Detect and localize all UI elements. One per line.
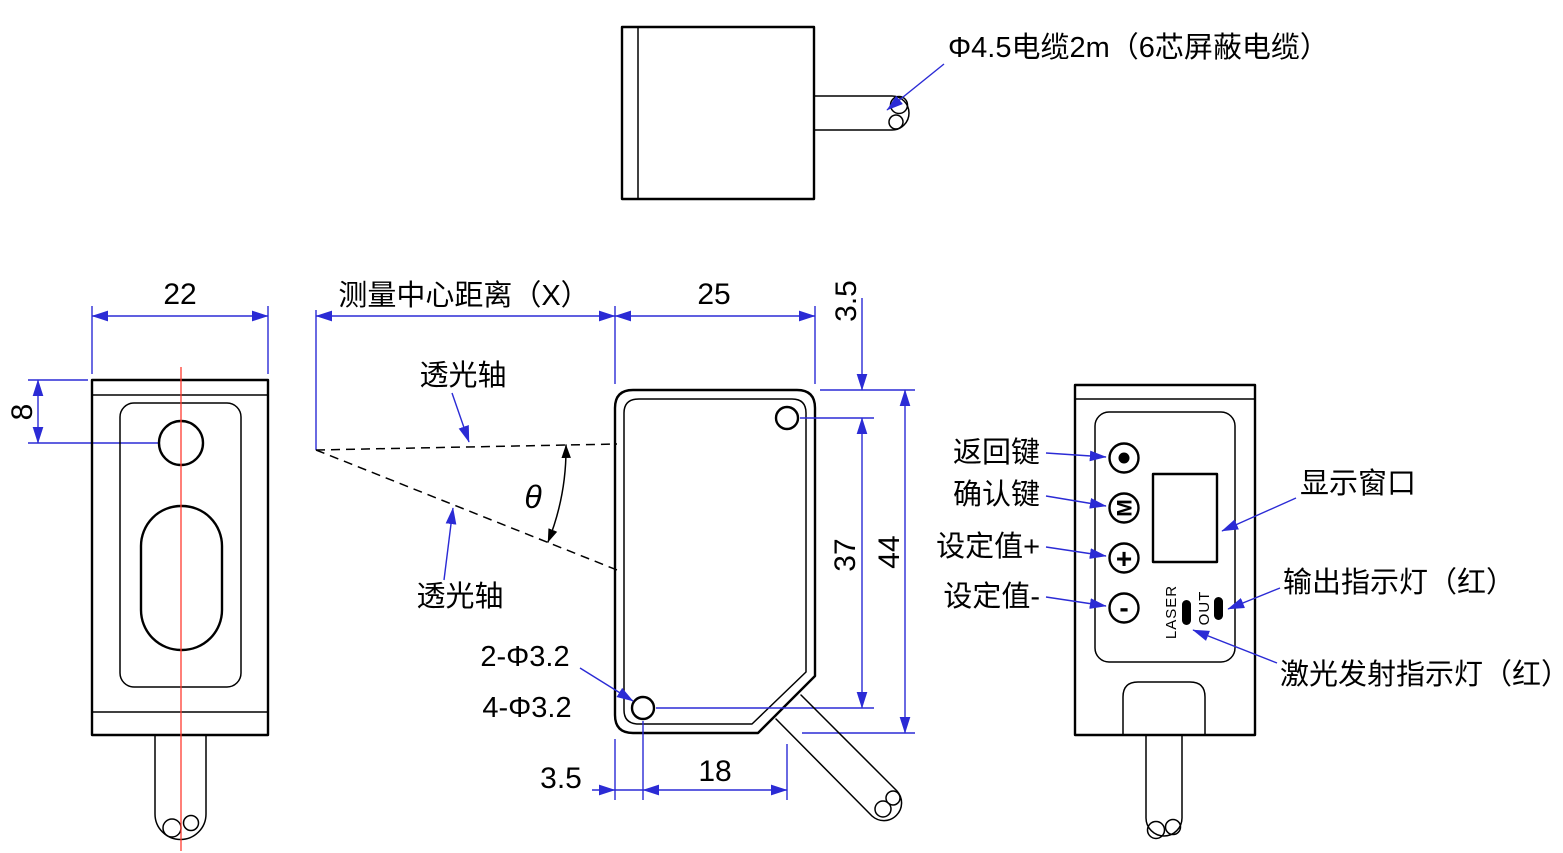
side-view-body xyxy=(613,388,817,735)
back-button xyxy=(1108,442,1140,474)
out-text: OUT xyxy=(1196,591,1213,626)
set-plus-button: + xyxy=(1108,542,1140,574)
cable-end-wire xyxy=(1164,818,1182,836)
cable-end-wire xyxy=(874,800,892,818)
cable-note-leader xyxy=(886,63,945,111)
angle-symbol: θ xyxy=(524,479,542,515)
confirm-button: M xyxy=(1108,492,1140,524)
dim-height-value: 44 xyxy=(873,535,906,568)
set-plus-label: 设定值+ xyxy=(936,530,1040,563)
dim-hole-offset-left-value: 3.5 xyxy=(540,762,582,795)
light-axis-lower xyxy=(315,449,618,571)
out-indicator-led xyxy=(1214,597,1223,620)
front-panel xyxy=(1094,411,1236,663)
cable-end-wire xyxy=(162,818,182,838)
front-view-body xyxy=(1073,383,1257,737)
out-led-leader xyxy=(1227,587,1281,610)
display-window-leader xyxy=(1221,497,1297,532)
plus-button-ring xyxy=(1108,542,1140,574)
confirm-button-label: 确认键 xyxy=(953,478,1040,511)
angle-arc xyxy=(547,444,571,543)
dim-hole-pitch-v-value: 37 xyxy=(829,538,862,571)
left-view-body xyxy=(90,378,270,737)
laser-text: LASER xyxy=(1163,585,1180,639)
laser-led-leader xyxy=(1192,629,1278,664)
dim-hole-pitch-h-value: 18 xyxy=(698,755,731,788)
front-view: M + - LASER OUT 返回键 确认键 设定值+ 设定值- 显示窗口 输… xyxy=(936,383,1563,840)
confirm-button-leader xyxy=(1045,495,1107,509)
measure-center-label: 测量中心距离（X） xyxy=(338,279,589,312)
dim-lens-offset-value: 8 xyxy=(6,404,39,421)
back-button-dot-icon xyxy=(1118,452,1130,464)
laser-indicator-led xyxy=(1182,600,1191,625)
dim-hole-offset-top-value: 3.5 xyxy=(830,280,863,322)
minus-icon: - xyxy=(1119,592,1128,623)
left-view: 22 8 xyxy=(6,278,270,851)
holes-note-all: 4-Φ3.2 xyxy=(482,692,571,724)
dim-width-value: 22 xyxy=(163,278,196,311)
light-axis-upper xyxy=(315,443,618,451)
minus-button-ring xyxy=(1108,592,1140,624)
back-button-label: 返回键 xyxy=(953,436,1040,469)
display-window-label: 显示窗口 xyxy=(1300,467,1416,500)
mounting-hole-bottom xyxy=(630,695,656,721)
display-window xyxy=(1151,472,1219,564)
cable-end-wire xyxy=(182,814,200,832)
out-led-label: 输出指示灯（红） xyxy=(1283,566,1515,599)
cable-note-label: Φ4.5电缆2m（6芯屏蔽电缆） xyxy=(948,31,1329,64)
axis-leader-bottom xyxy=(443,507,457,581)
light-axis-label-top: 透光轴 xyxy=(419,359,506,392)
cable-bushing xyxy=(1122,681,1206,736)
cable-end-wire xyxy=(1146,820,1166,840)
laser-led-label: 激光发射指示灯（红） xyxy=(1280,658,1563,691)
cable-end-wire xyxy=(888,114,904,130)
light-axis-label-bottom: 透光轴 xyxy=(416,580,503,613)
set-minus-label: 设定值- xyxy=(943,580,1040,613)
mounting-hole-top xyxy=(774,405,800,431)
plus-icon: + xyxy=(1116,543,1132,574)
confirm-button-ring xyxy=(1108,492,1140,524)
holes-leader xyxy=(579,667,634,702)
dim-depth-value: 25 xyxy=(697,278,730,311)
set-minus-leader xyxy=(1045,596,1107,609)
axis-leader-top xyxy=(451,392,470,443)
set-minus-button: - xyxy=(1108,592,1140,624)
cable-end-wire xyxy=(885,790,901,806)
back-button-ring xyxy=(1108,442,1140,474)
confirm-button-m-glyph: M xyxy=(1114,499,1137,517)
set-plus-leader xyxy=(1045,546,1107,559)
top-view-body xyxy=(620,25,816,201)
back-button-leader xyxy=(1045,450,1107,462)
top-view: Φ4.5电缆2m（6芯屏蔽电缆） xyxy=(620,25,1329,201)
holes-note-front: 2-Φ3.2 xyxy=(480,641,569,673)
side-view: 测量中心距离（X） 25 θ 透光轴 透光轴 2-Φ3.2 4-Φ3.2 3.5… xyxy=(315,278,915,822)
side-view-inner-outline xyxy=(623,398,807,725)
